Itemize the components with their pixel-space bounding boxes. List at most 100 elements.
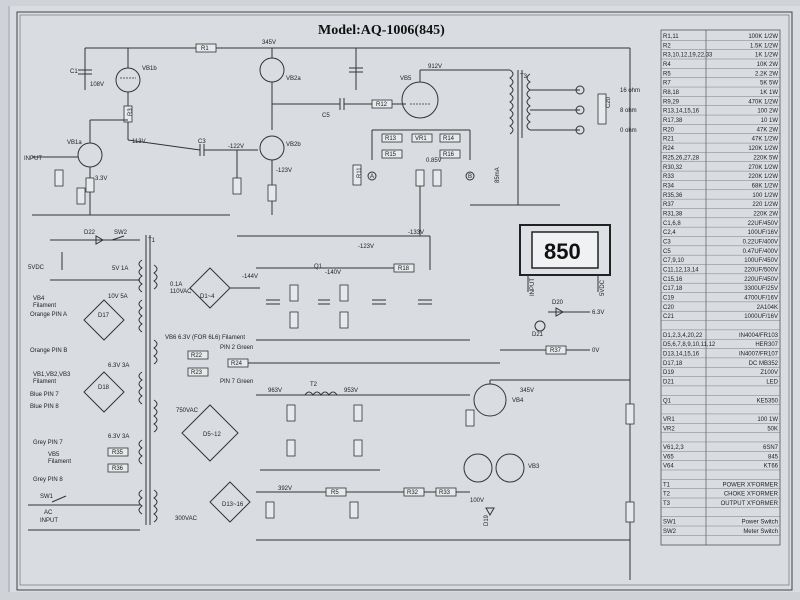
part-value: 4700UF/16V (744, 296, 778, 302)
svg-text:C1: C1 (70, 69, 78, 75)
svg-text:R36: R36 (112, 466, 124, 472)
part-value: 0.47UF/400V (743, 249, 778, 255)
part-value: CHOKE X'FORMER (724, 492, 779, 498)
part-value: 220UF/500V (744, 268, 778, 274)
tube-vb1b: R3 VB1b 108V 113V (90, 48, 157, 145)
svg-text:PIN 2 Green: PIN 2 Green (220, 345, 253, 351)
resistor-r1 (195, 43, 217, 53)
part-value: Power Switch (742, 520, 778, 526)
tube-vb1a: VB1a 3.3V (67, 119, 128, 215)
part-ref: R20 (663, 127, 675, 133)
svg-text:100V: 100V (470, 498, 484, 504)
svg-text:5V 1A: 5V 1A (112, 266, 128, 272)
part-value: 22UF/450V (748, 221, 778, 227)
svg-text:345V: 345V (520, 388, 534, 394)
svg-text:R22: R22 (191, 353, 203, 359)
svg-text:T2: T2 (310, 382, 318, 388)
svg-text:750VAC: 750VAC (176, 408, 199, 414)
svg-text:392V: 392V (278, 486, 292, 492)
part-value: 2.2K 2W (755, 71, 778, 77)
svg-text:R15: R15 (385, 152, 397, 158)
part-value: 220 1/2W (752, 202, 778, 208)
svg-text:85mA: 85mA (495, 167, 501, 183)
svg-text:INPUT: INPUT (530, 278, 536, 296)
part-ref: R37 (663, 202, 675, 208)
tube-vb5-845: VB5 912V (400, 64, 510, 119)
part-value: 470K 1/2W (748, 99, 778, 105)
part-value: DC MB352 (749, 361, 779, 367)
part-ref: R8,18 (663, 90, 680, 96)
svg-text:300VAC: 300VAC (175, 516, 198, 522)
label-vb1b: VB1b (142, 66, 157, 72)
part-ref: D5,6,7,8,9,10,11,12 (663, 342, 716, 348)
part-ref: VR2 (663, 426, 675, 432)
svg-text:R12: R12 (376, 102, 388, 108)
part-ref: C1,6,8 (663, 221, 681, 227)
svg-text:R5: R5 (331, 490, 339, 496)
part-ref: VR1 (663, 417, 675, 423)
part-value: POWER X'FORMER (723, 482, 779, 488)
part-ref: R35,36 (663, 193, 683, 199)
svg-text:D1~4: D1~4 (200, 294, 215, 300)
svg-text:R23: R23 (191, 370, 203, 376)
part-value: 47K 1/2W (752, 137, 779, 143)
part-ref: R5 (663, 71, 671, 77)
svg-text:-123V: -123V (358, 244, 374, 250)
part-value: 220K 5W (753, 155, 778, 161)
svg-text:3.3V: 3.3V (95, 176, 107, 182)
svg-text:R11: R11 (357, 167, 363, 178)
part-ref: C15,16 (663, 277, 683, 283)
svg-text:0 ohm: 0 ohm (620, 128, 637, 134)
part-value: HER307 (755, 342, 778, 348)
filament-balance-network: R13 VR1 R14 R15 R16 0.85V A B (367, 129, 475, 187)
svg-text:108V: 108V (90, 82, 104, 88)
part-ref: D1,2,3,4,20,22 (663, 333, 703, 339)
svg-text:0.85V: 0.85V (426, 158, 442, 164)
drawing-frame (19, 14, 790, 586)
part-ref: Q1 (663, 398, 672, 404)
speaker-terminal-0ohm (575, 125, 585, 135)
part-value: 1.5K 1/2W (750, 43, 778, 49)
svg-text:VB5: VB5 (400, 76, 412, 82)
part-value: 100 1/2W (752, 193, 778, 199)
speaker-terminal-8ohm (575, 105, 585, 115)
part-value: 47K 2W (757, 127, 779, 133)
part-ref: D17,18 (663, 361, 683, 367)
b-plus-rail: R1 (85, 43, 631, 580)
part-value: 5K 5W (760, 81, 778, 87)
part-ref: D21 (663, 380, 675, 386)
svg-text:6.3V: 6.3V (592, 310, 604, 316)
svg-text:D13~16: D13~16 (222, 502, 244, 508)
svg-text:-140V: -140V (325, 270, 341, 276)
svg-text:T1: T1 (148, 238, 156, 244)
tube-vb3: VB3 (463, 453, 540, 483)
part-ref: R3,10,12,19,22,33 (663, 53, 713, 59)
svg-text:953V: 953V (344, 388, 358, 394)
part-value: 68K 1/2W (752, 183, 779, 189)
svg-text:INPUT: INPUT (40, 518, 58, 524)
part-ref: R21 (663, 137, 675, 143)
svg-text:-133V: -133V (408, 230, 424, 236)
svg-text:912V: 912V (428, 64, 442, 70)
svg-text:D21: D21 (532, 332, 544, 338)
svg-text:Orange PIN A: Orange PIN A (30, 312, 67, 318)
svg-text:D17: D17 (98, 313, 110, 319)
svg-text:R32: R32 (407, 490, 419, 496)
svg-text:AC: AC (44, 510, 53, 516)
part-value: OUTPUT X'FORMER (721, 501, 779, 507)
svg-text:R37: R37 (550, 348, 562, 354)
input-label: INPUT (24, 156, 42, 162)
part-value: Z100V (760, 370, 778, 376)
part-ref: R31,38 (663, 211, 683, 217)
svg-text:VB1a: VB1a (67, 140, 82, 146)
svg-text:16 ohm: 16 ohm (620, 88, 640, 94)
part-value: 100UF/450V (744, 258, 778, 264)
part-ref: R30,32 (663, 165, 683, 171)
part-ref: C20 (663, 305, 675, 311)
part-ref: SW1 (663, 520, 677, 526)
part-ref: R25,26,27,28 (663, 155, 700, 161)
svg-text:5VDC: 5VDC (28, 265, 45, 271)
